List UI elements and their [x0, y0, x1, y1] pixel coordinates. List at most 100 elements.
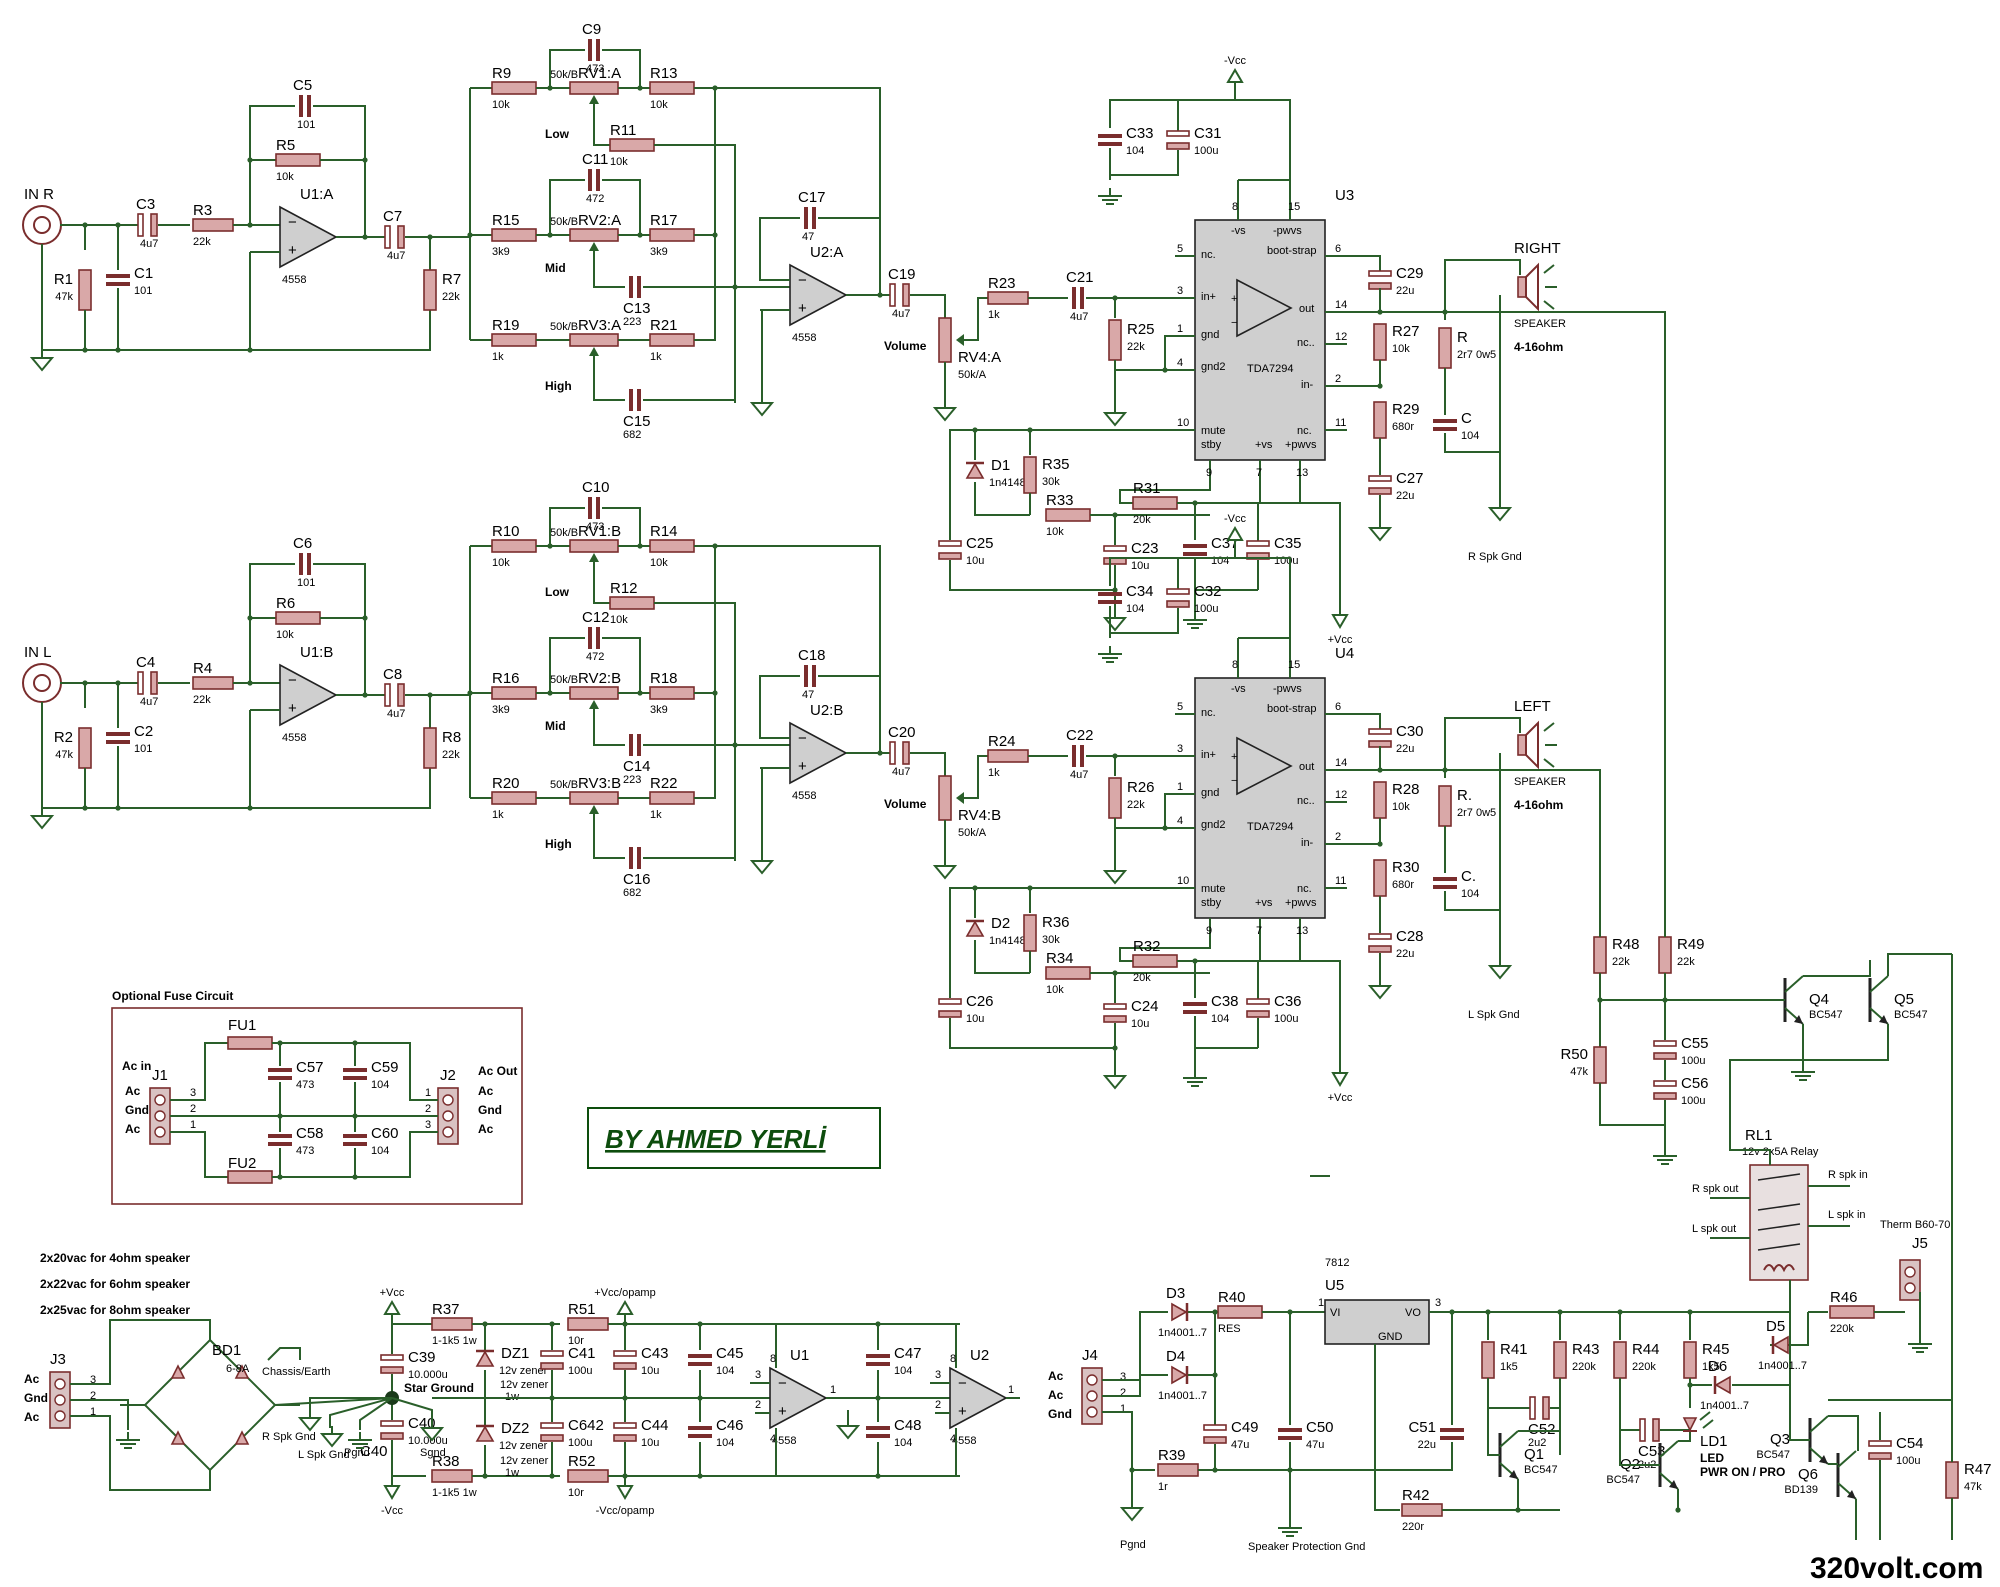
- ground-icon: [1367, 978, 1393, 1000]
- part-ref: BD1: [212, 1342, 241, 1359]
- input-label: IN L: [24, 644, 52, 661]
- part-ref: C45: [716, 1345, 744, 1362]
- part-value: 10u: [1131, 560, 1149, 572]
- ground-icon: [29, 808, 55, 830]
- part-ref: R38: [432, 1453, 460, 1470]
- part-ref: J4: [1082, 1347, 1098, 1364]
- supply-arrow-up-icon: -Vcc: [1224, 513, 1247, 550]
- part-value: 4u7: [1070, 769, 1088, 781]
- ground-icon: [1487, 958, 1513, 980]
- part-ref: C44: [641, 1417, 669, 1434]
- part-ref: DZ2: [501, 1420, 529, 1437]
- channel-right: IN RR147kC1101C34u7R322k−+U1:A4558C5101R…: [22, 21, 1566, 646]
- pin-number: 1: [190, 1119, 196, 1131]
- connector-j4: [1081, 1367, 1103, 1425]
- part-value: 682: [623, 429, 641, 441]
- l-spk-in: L spk in: [1828, 1209, 1866, 1221]
- pin-number: 15: [1288, 201, 1300, 213]
- part-ref: C41: [568, 1345, 596, 1362]
- supply-note: 2x25vac for 8ohm speaker: [40, 1303, 190, 1317]
- part-ref: RL1: [1745, 1127, 1773, 1144]
- part-ref: RV1:A: [578, 65, 621, 82]
- supply-note: 2x20vac for 4ohm speaker: [40, 1251, 190, 1265]
- part-ref: U2:B: [810, 702, 843, 719]
- ac-out-label: Ac Out: [478, 1064, 517, 1078]
- part-ref: D5: [1766, 1318, 1785, 1335]
- part-ref: C29: [1396, 265, 1424, 282]
- pin-number: 1: [1318, 1297, 1324, 1309]
- signal-ground-icon: [116, 1432, 140, 1449]
- part-ref: C58: [296, 1125, 324, 1142]
- part-value: 47k: [55, 291, 73, 303]
- pin-number: 5: [1177, 701, 1183, 713]
- part-value: 47: [802, 231, 814, 243]
- part-ref: U4: [1335, 645, 1354, 662]
- part-ref: R41: [1500, 1341, 1528, 1358]
- pin-number: 14: [1335, 757, 1347, 769]
- pin-number: 3: [755, 1369, 761, 1381]
- part-ref: C26: [966, 993, 994, 1010]
- part-value: 2r7 0w5: [1457, 807, 1496, 819]
- part-ref: R28: [1392, 781, 1420, 798]
- fuse-fu2: [227, 1170, 273, 1184]
- part-ref: Q3: [1770, 1431, 1790, 1448]
- part-value: 1w: [505, 1467, 519, 1479]
- part-value: BC547: [1606, 1474, 1640, 1486]
- part-value: 2u2: [1528, 1437, 1546, 1449]
- part-value: 104: [894, 1365, 912, 1377]
- pin-label: Ac: [24, 1372, 40, 1386]
- part-value: 50k/B: [550, 216, 578, 228]
- part-value: 10k: [1392, 801, 1410, 813]
- pin-number: 3: [1177, 743, 1183, 755]
- pin-label: +vs: [1255, 897, 1273, 909]
- r-spk-out: R spk out: [1692, 1183, 1738, 1195]
- pin-label: out: [1299, 761, 1314, 773]
- part-value: 4558: [792, 332, 816, 344]
- part-ref: C8: [383, 666, 402, 683]
- part-ref: FU2: [228, 1155, 256, 1172]
- part-value: 223: [623, 316, 641, 328]
- part-value: 47u: [1306, 1439, 1324, 1451]
- part-value: 12v 2x5A Relay: [1742, 1146, 1819, 1158]
- part-ref: C34: [1126, 583, 1154, 600]
- supply-note: 2x22vac for 6ohm speaker: [40, 1277, 190, 1291]
- part-ref: Q1: [1524, 1446, 1544, 1463]
- part-value: 473: [296, 1145, 314, 1157]
- signal-ground-icon: [1653, 1148, 1677, 1165]
- signal-ground-icon: [1098, 188, 1122, 205]
- pin-number: 1: [1120, 1403, 1126, 1415]
- part-value: 20k: [1133, 514, 1151, 526]
- signal-ground-icon: [1183, 1070, 1207, 1087]
- signal-ground-icon: [1278, 1520, 1302, 1537]
- part-ref: R32: [1133, 938, 1161, 955]
- part-ref: R26: [1127, 779, 1155, 796]
- part-ref: Q4: [1809, 991, 1829, 1008]
- chassis-label: Chassis/Earth: [262, 1366, 330, 1378]
- pin-number: 2: [1120, 1387, 1126, 1399]
- part-value: 1n4148: [989, 477, 1026, 489]
- pin-label: mute: [1201, 883, 1225, 895]
- part-value: 50k/B: [550, 527, 578, 539]
- part-ref: J5: [1912, 1235, 1928, 1252]
